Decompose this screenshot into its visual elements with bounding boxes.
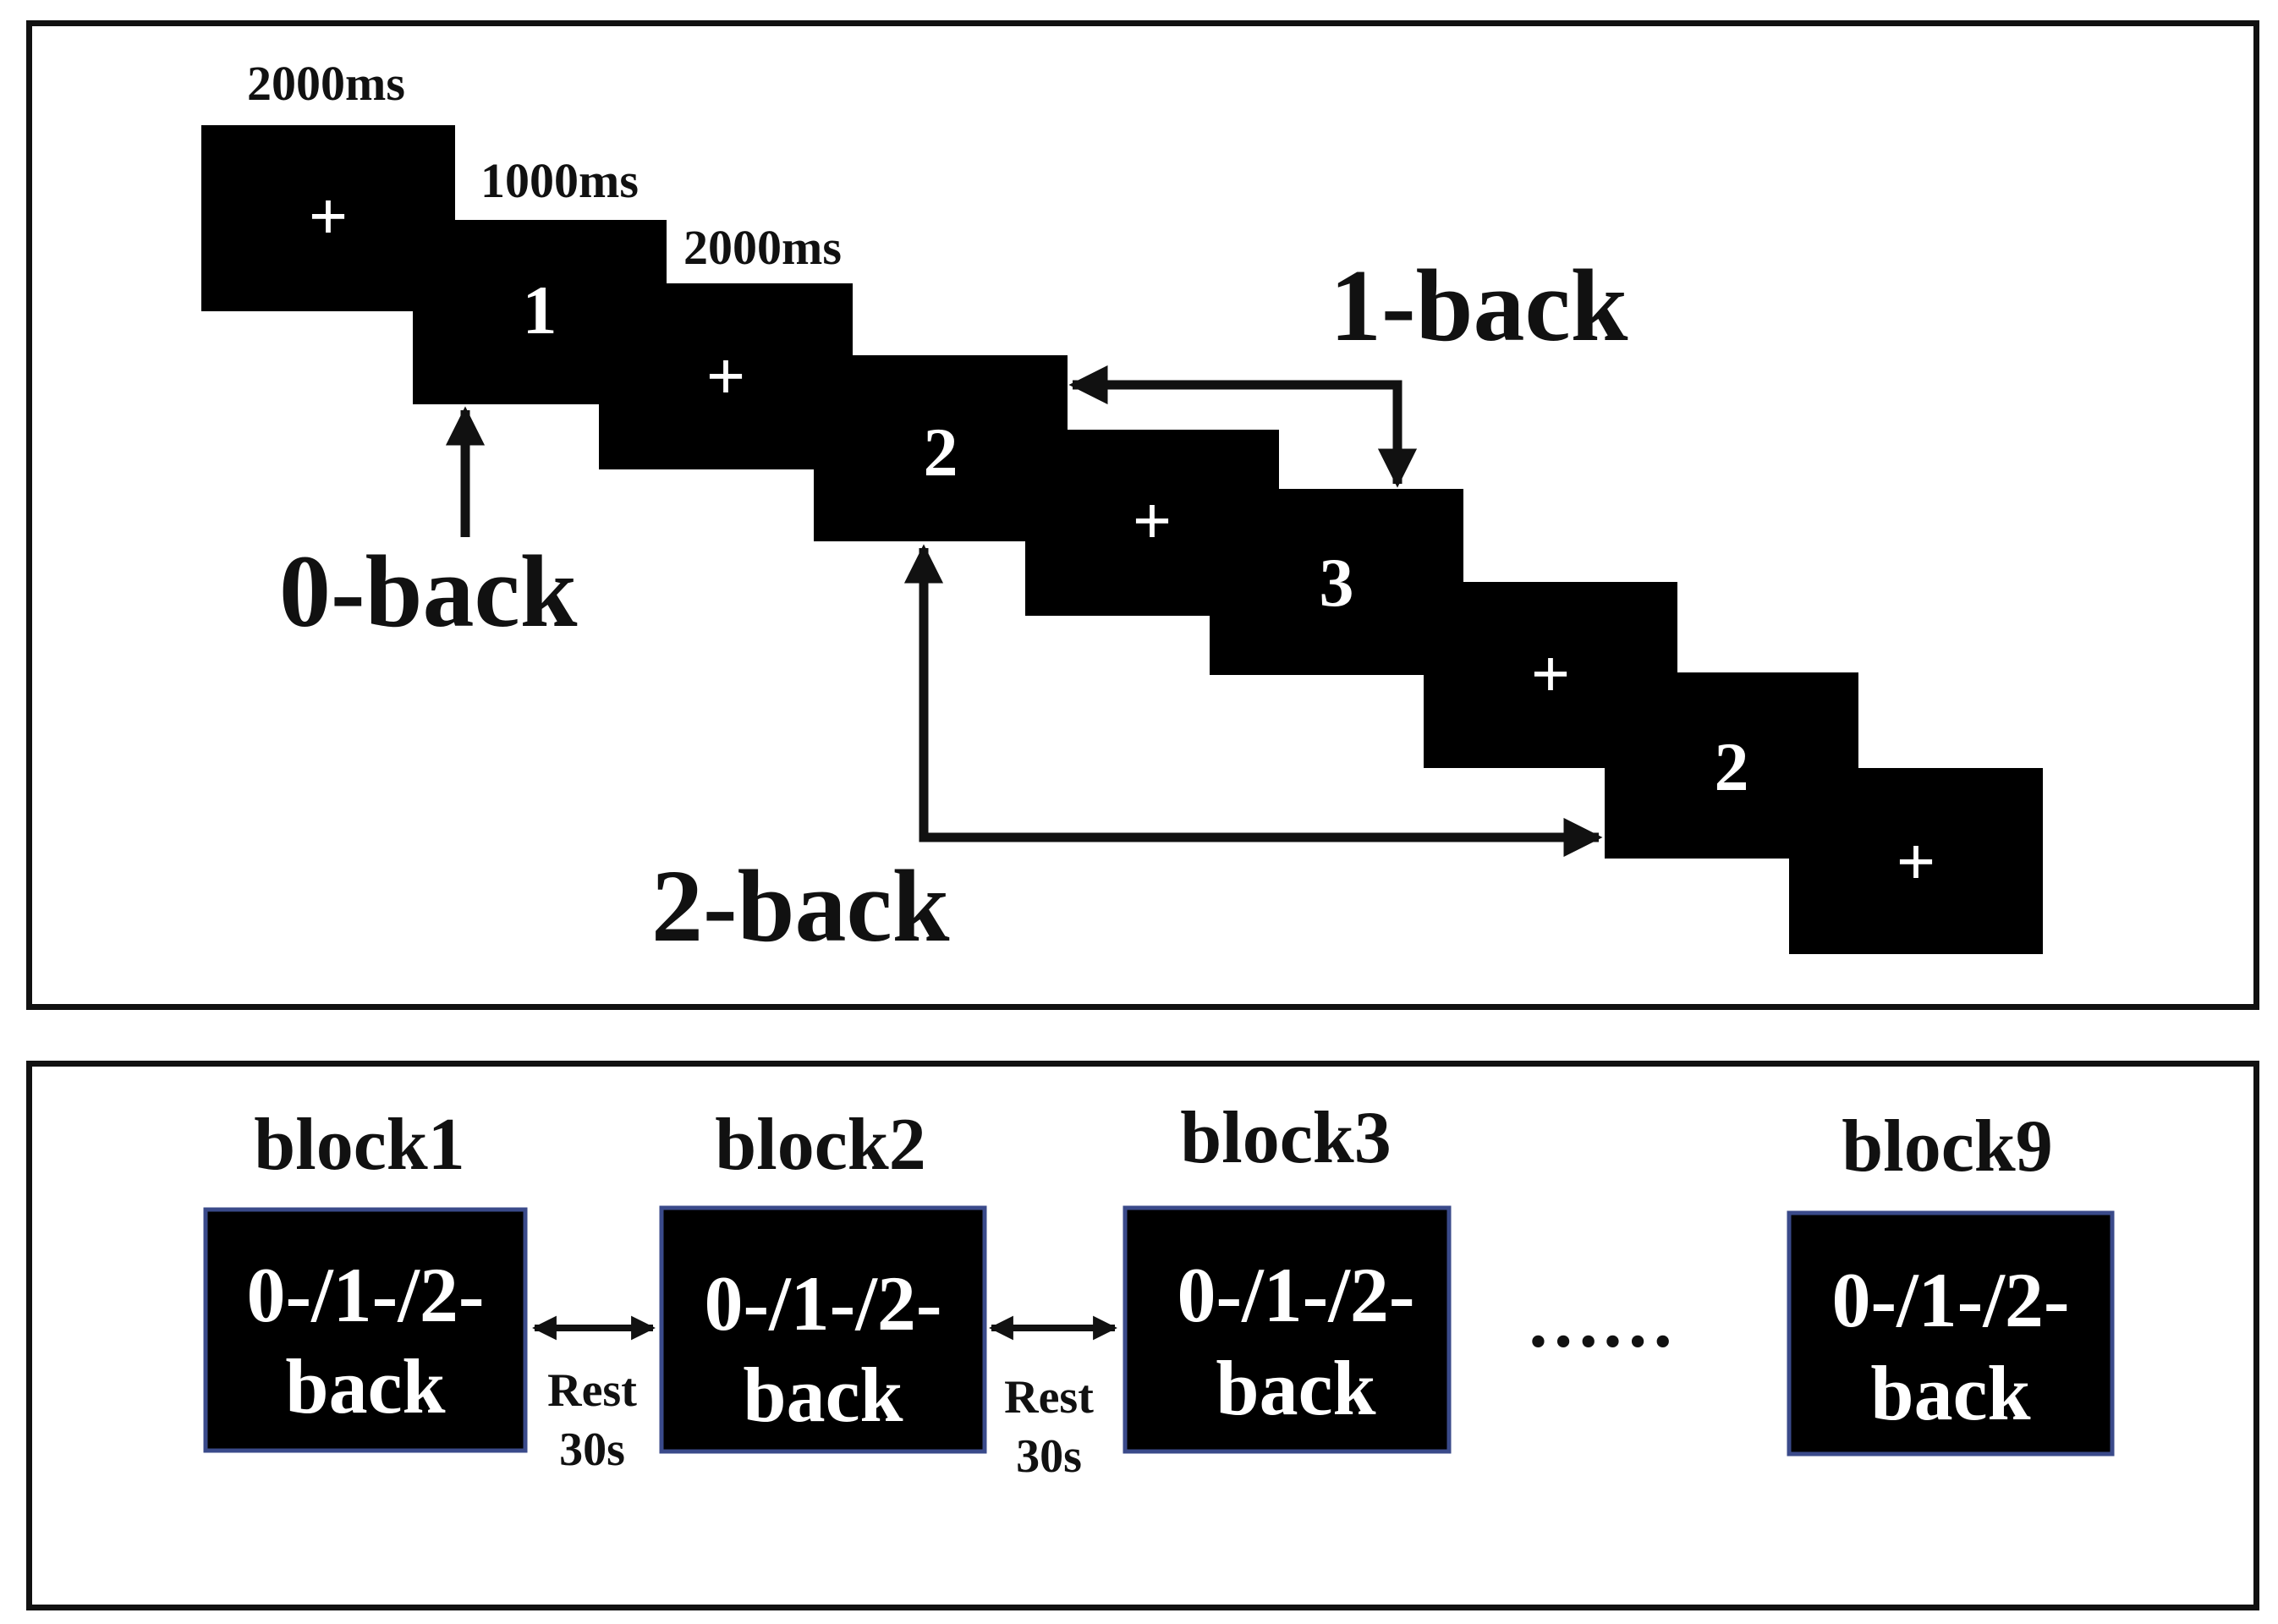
- block-box-2: [659, 1205, 987, 1454]
- two-back-label: 2-back: [651, 849, 950, 963]
- block-text-1-line1: 0-/1-/2-: [246, 1252, 484, 1338]
- rest-label-2-line1: Rest: [1004, 1371, 1094, 1424]
- ellipsis: ……: [1526, 1281, 1675, 1363]
- one-back-arrow: [1068, 365, 1418, 488]
- block-title-2: block2: [715, 1104, 925, 1186]
- stimulus-content-2: 1: [523, 272, 557, 348]
- two-back-arrow: [903, 544, 1603, 858]
- stimulus-screen-3: [599, 283, 853, 469]
- block-title-1: block1: [254, 1104, 464, 1186]
- block-text-1-line2: back: [285, 1343, 446, 1429]
- block-text-9-line2: back: [1870, 1350, 2031, 1436]
- rest-label-2-line2: 30s: [1016, 1430, 1082, 1483]
- stimulus-screen-9: [1789, 768, 2043, 954]
- rest-label-1-line1: Rest: [547, 1364, 637, 1417]
- stimulus-content-9: +: [1897, 823, 1936, 900]
- block-text-3-line1: 0-/1-/2-: [1177, 1252, 1414, 1338]
- stimulus-content-7: +: [1531, 635, 1571, 712]
- stimulus-content-3: +: [706, 337, 746, 414]
- stimulus-content-1: +: [309, 178, 349, 255]
- block-box-3: [1123, 1205, 1452, 1454]
- zero-back-label: 0-back: [279, 535, 578, 649]
- stimulus-content-8: 2: [1715, 728, 1749, 805]
- block-box-9: [1787, 1210, 2115, 1457]
- stimulus-content-6: 3: [1320, 544, 1354, 621]
- one-back-label: 1-back: [1330, 249, 1628, 363]
- duration-label-interval: 2000ms: [683, 220, 842, 275]
- duration-label-fixation: 2000ms: [247, 56, 405, 111]
- block-text-3-line2: back: [1216, 1345, 1376, 1431]
- duration-label-stimulus: 1000ms: [480, 153, 639, 208]
- block-text-2-line1: 0-/1-/2-: [704, 1260, 941, 1347]
- block-box-1: [203, 1207, 528, 1453]
- stimulus-content-4: 2: [924, 414, 958, 491]
- stimulus-content-5: +: [1133, 482, 1172, 559]
- block-text-9-line1: 0-/1-/2-: [1831, 1257, 2069, 1343]
- block-title-9: block9: [1842, 1106, 2052, 1188]
- block-text-2-line2: back: [743, 1352, 903, 1438]
- rest-label-1-line2: 30s: [559, 1424, 625, 1476]
- block-title-3: block3: [1180, 1097, 1391, 1179]
